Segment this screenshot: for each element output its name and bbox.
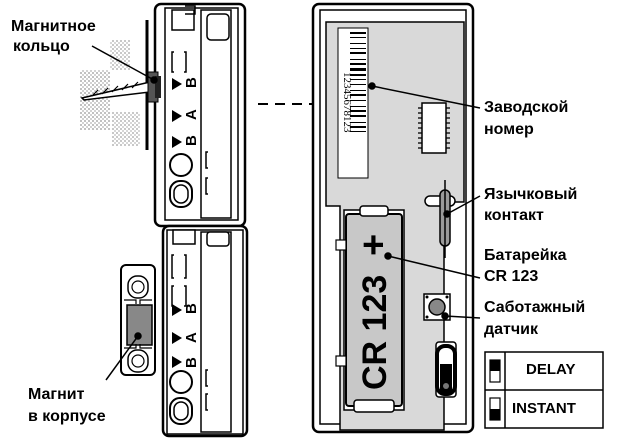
slot-markings-top: B A B [172, 77, 200, 148]
barcode-bar [350, 100, 366, 101]
reed-contact-label-line2: контакт [484, 207, 544, 224]
slot-markings-bottom: B A B [172, 303, 200, 368]
barcode-bar [350, 59, 366, 60]
slot-letter-a2: A [183, 332, 200, 343]
barcode-bar [350, 90, 366, 91]
barcode-bar [350, 131, 366, 132]
magnet-case-label-line2: в корпусе [28, 408, 106, 425]
slot-letter-b4: B [183, 357, 200, 368]
barcode-bar [350, 122, 366, 123]
battery-plus-sign: + [353, 234, 395, 256]
barcode-bar [350, 68, 366, 71]
barcode-bar [350, 110, 366, 112]
barcode-label: 12345678123 [337, 27, 369, 179]
magnet-housing [120, 264, 156, 376]
reed-switch [424, 180, 456, 258]
barcode-bar [350, 106, 366, 107]
instant-mode-label: INSTANT [512, 400, 576, 417]
barcode-bar [350, 79, 366, 80]
mode-legend [484, 351, 604, 429]
barcode-bar [350, 115, 366, 117]
leader-lines [91, 45, 481, 381]
barcode-bar [350, 74, 366, 76]
barcode-bar [350, 43, 366, 44]
tamper-label-line2: датчик [484, 321, 539, 338]
barcode-bar [350, 37, 366, 38]
mode-jumper [435, 341, 457, 398]
screw-icon [80, 71, 161, 103]
magnet-module-bottom [161, 224, 249, 438]
ic-chip [418, 102, 450, 154]
barcode-bar [350, 94, 366, 96]
reed-contact-label-line1: Язычковый [484, 186, 578, 203]
factory-number-label-line2: номер [484, 121, 534, 138]
barcode-bar [350, 84, 366, 85]
barcode-bars [350, 32, 366, 132]
battery-label-line2: CR 123 [484, 268, 539, 285]
battery: CR 123 + [335, 205, 405, 413]
magnet-case-label-line1: Магнит [28, 386, 85, 403]
serial-number: 12345678123 [341, 72, 353, 133]
battery-label-line1: Батарейка [484, 247, 567, 264]
magnet-ring-label-line1: Магнитное [11, 18, 96, 35]
slot-letter-b2: B [183, 135, 200, 146]
battery-label: CR 123 [356, 275, 394, 390]
barcode-bar [350, 52, 366, 54]
barcode-bar [350, 48, 366, 49]
magnet-module-top [153, 2, 247, 228]
magnet-ring-label-line2: кольцо [13, 38, 70, 55]
barcode-bar [350, 63, 366, 65]
slot-letter-b3: B [183, 303, 200, 314]
tamper-label-line1: Саботажный [484, 299, 586, 316]
barcode-bar [350, 126, 366, 128]
slot-letter-a: A [183, 109, 200, 120]
slot-letter-b1: B [183, 77, 200, 88]
barcode-bar [350, 32, 366, 34]
delay-mode-label: DELAY [526, 361, 576, 378]
factory-number-label-line1: Заводской [484, 99, 569, 116]
